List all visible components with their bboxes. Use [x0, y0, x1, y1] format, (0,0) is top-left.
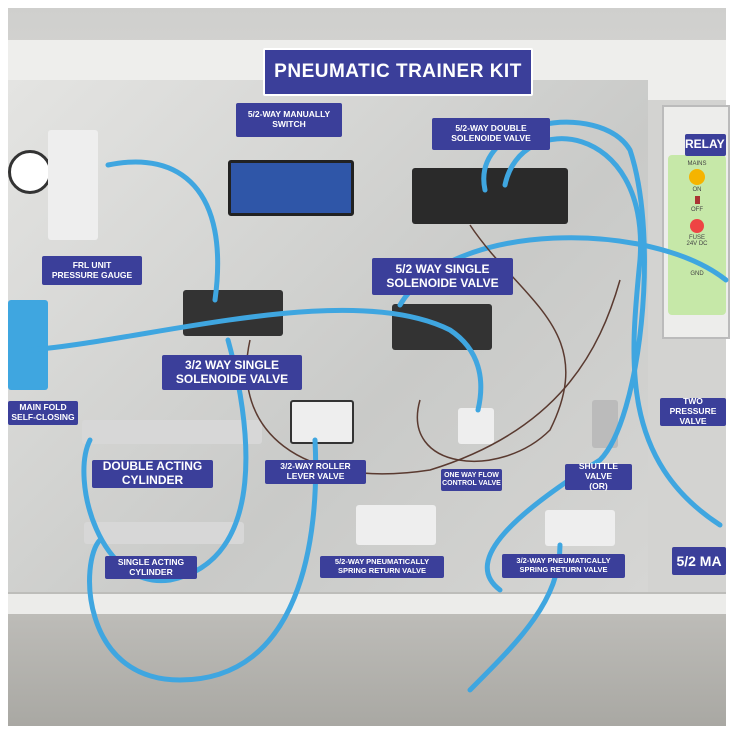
label-manual-52: 5/2 MA — [672, 547, 726, 575]
relay-panel: MAINS ON OFF FUSE 24V DC GND — [668, 155, 726, 315]
gnd-text: GND — [690, 271, 704, 277]
tube — [27, 307, 484, 413]
label-roller-lever: 3/2-WAY ROLLER LEVER VALVE — [265, 460, 366, 484]
label-relay: RELAY — [685, 134, 726, 156]
double-acting-cylinder — [82, 420, 262, 444]
label-single-acting-cylinder: SINGLE ACTING CYLINDER — [105, 556, 197, 579]
roller-lever-valve — [290, 400, 354, 444]
label-flow-control: ONE WAY FLOW CONTROL VALVE — [441, 469, 502, 491]
page-title: PNEUMATIC TRAINER KIT — [263, 48, 533, 96]
manifold — [8, 300, 48, 390]
manual-switch-valve — [228, 160, 354, 216]
label-manual-switch: 5/2-WAY MANUALLY SWITCH — [236, 103, 342, 137]
label-single-solenoid-32: 3/2 WAY SINGLE SOLENOIDE VALVE — [162, 355, 302, 390]
on-text: ON — [692, 187, 702, 193]
label-double-solenoid: 5/2-WAY DOUBLE SOLENOIDE VALVE — [432, 118, 550, 150]
floor — [8, 614, 726, 726]
label-two-pressure: TWO PRESSURE VALVE — [660, 398, 726, 426]
label-single-solenoid-52: 5/2 WAY SINGLE SOLENOIDE VALVE — [372, 258, 513, 295]
mains-text: MAINS — [687, 161, 707, 167]
pneumatic-52-valve — [356, 505, 436, 545]
wire — [245, 279, 621, 475]
dc-text: 24V DC — [686, 241, 708, 247]
toggle-switch[interactable] — [694, 196, 700, 204]
pneumatic-32-valve — [545, 510, 615, 546]
double-solenoid-valve — [412, 168, 568, 224]
pressure-gauge — [8, 150, 52, 194]
bottom-rail — [8, 592, 726, 616]
mains-lamp — [689, 169, 705, 185]
fuse-button[interactable] — [690, 219, 704, 233]
flow-control-valve — [458, 408, 494, 444]
label-pneumatic-32: 3/2-WAY PNEUMATICALLY SPRING RETURN VALV… — [502, 554, 625, 578]
label-double-acting-cylinder: DOUBLE ACTING CYLINDER — [92, 459, 213, 488]
wire — [416, 224, 567, 462]
single-acting-cylinder — [84, 522, 244, 544]
tube — [105, 159, 221, 303]
tube — [87, 437, 319, 683]
off-text: OFF — [691, 207, 703, 213]
label-manifold: MAIN FOLD SELF-CLOSING — [8, 401, 78, 425]
label-frl: FRL UNIT PRESSURE GAUGE — [42, 256, 142, 285]
frl-unit — [48, 130, 98, 240]
fuse-text: FUSE — [688, 235, 705, 241]
label-shuttle: SHUTTLE VALVE (OR) — [565, 461, 632, 491]
label-pneumatic-52: 5/2-WAY PNEUMATICALLY SPRING RETURN VALV… — [320, 556, 444, 578]
